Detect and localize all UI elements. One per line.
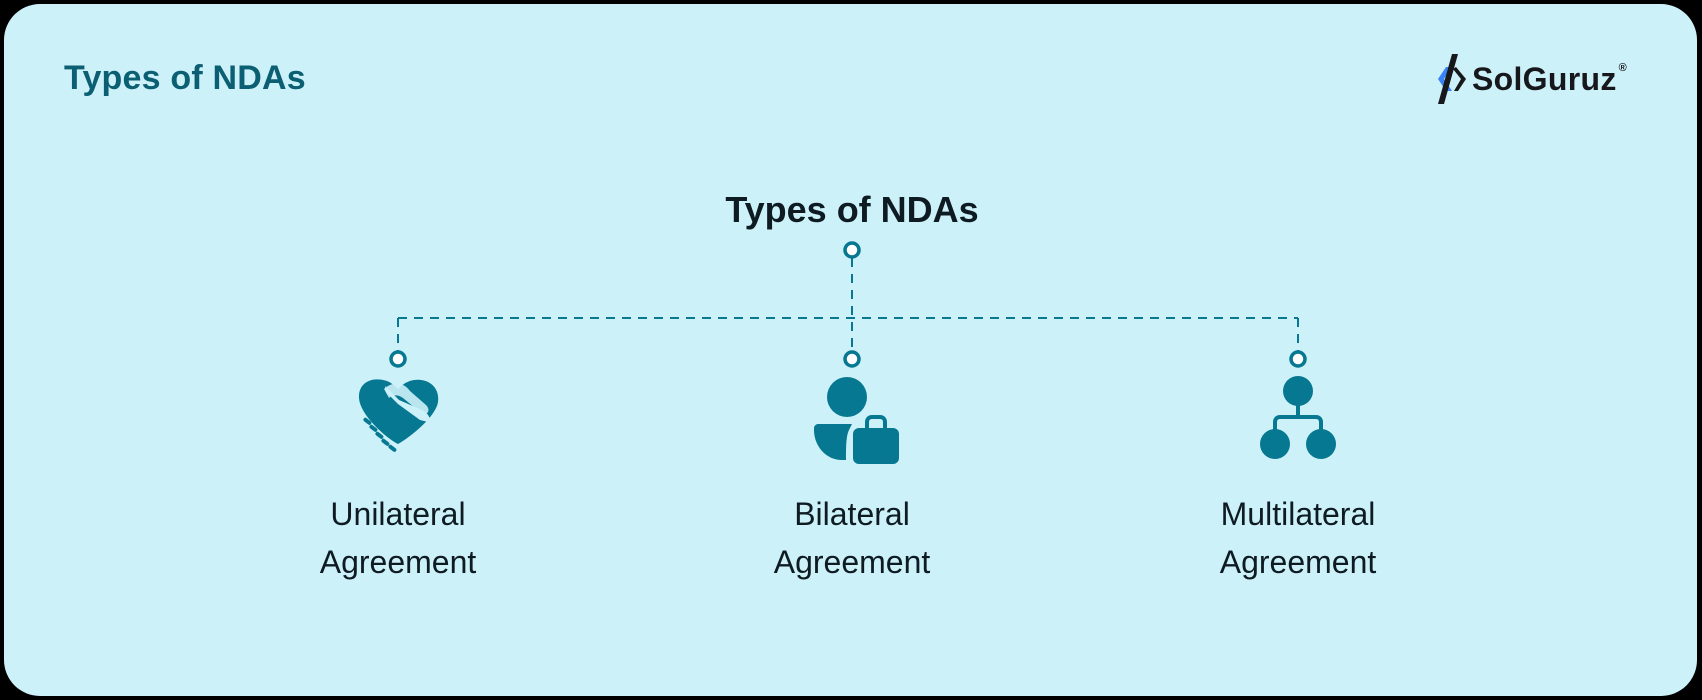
- person-briefcase-icon: [814, 377, 899, 464]
- multilateral-label-line1: Multilateral: [1220, 496, 1376, 532]
- bilateral-label-line1: Bilateral: [794, 496, 910, 532]
- registered-mark: ®: [1618, 62, 1627, 74]
- handshake-heart-icon: [358, 379, 439, 452]
- unilateral-label-line2: Agreement: [319, 544, 477, 580]
- root-node-title: Types of NDAs: [725, 189, 979, 230]
- child-node-bilateral: Bilateral Agreement: [702, 490, 1002, 586]
- bilateral-label-line2: Agreement: [773, 544, 931, 580]
- header-title: Types of NDAs: [64, 59, 306, 97]
- diagram-card: Types of NDAs SolGuruz ® Types of NDAs: [4, 4, 1697, 696]
- hierarchy-icon: [1260, 376, 1336, 459]
- unilateral-label-line1: Unilateral: [330, 496, 466, 532]
- solguruz-logo-mark-icon: [1438, 54, 1466, 104]
- root-node-circle: [843, 241, 861, 259]
- logo-text: SolGuruz: [1472, 60, 1617, 97]
- child-node-unilateral: Unilateral Agreement: [248, 490, 548, 586]
- solguruz-logo: SolGuruz ®: [1434, 54, 1627, 104]
- child-node-multilateral: Multilateral Agreement: [1148, 490, 1448, 586]
- multilateral-label-line2: Agreement: [1219, 544, 1377, 580]
